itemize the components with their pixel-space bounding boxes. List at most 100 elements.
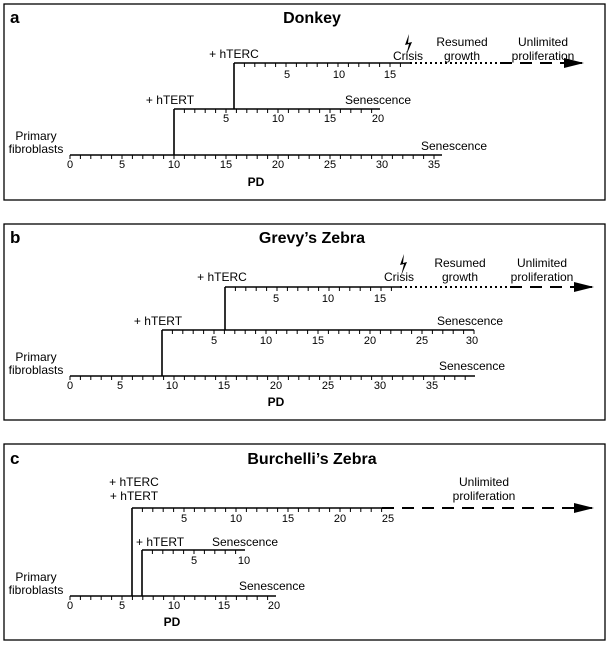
tick-label: 5 bbox=[211, 335, 217, 347]
panel-b: b Grevy’s Zebra Primary fibroblasts 0 5 … bbox=[3, 223, 606, 421]
unlimited-label-line2: proliferation bbox=[511, 270, 574, 284]
hterc-tick-labels: 5 10 15 bbox=[273, 293, 386, 305]
panel-a-letter: a bbox=[10, 8, 20, 27]
pd-axis-label: PD bbox=[248, 175, 265, 189]
primary-tick-labels: 0 5 10 15 20 bbox=[67, 600, 280, 612]
htert-ticks bbox=[141, 550, 237, 554]
tick-label: 5 bbox=[191, 555, 197, 567]
tick-label: 30 bbox=[376, 159, 388, 171]
add-htert-label: + hTERT bbox=[110, 489, 159, 503]
tick-label: 5 bbox=[181, 513, 187, 525]
primary-label-line2: fibroblasts bbox=[9, 142, 64, 156]
tick-label: 0 bbox=[67, 159, 73, 171]
panel-b-frame bbox=[3, 223, 606, 421]
senescence-label: Senescence bbox=[437, 314, 503, 328]
tick-label: 10 bbox=[230, 513, 242, 525]
tick-label: 30 bbox=[466, 335, 478, 347]
primary-label-line1: Primary bbox=[15, 570, 56, 584]
panel-b-title: Grevy’s Zebra bbox=[259, 230, 365, 247]
unlimited-label-line1: Unlimited bbox=[459, 475, 509, 489]
resumed-label-line2: growth bbox=[444, 49, 480, 63]
add-hterc-label: + hTERC bbox=[209, 47, 259, 61]
tick-label: 10 bbox=[272, 113, 284, 125]
resumed-label-line2: growth bbox=[442, 270, 478, 284]
primary-ticks bbox=[69, 376, 466, 380]
pd-axis-label: PD bbox=[268, 395, 285, 409]
panel-a-frame bbox=[3, 3, 606, 201]
pd-axis-label: PD bbox=[164, 615, 181, 629]
tick-label: 35 bbox=[426, 380, 438, 392]
tick-label: 20 bbox=[272, 159, 284, 171]
tick-label: 10 bbox=[322, 293, 334, 305]
tick-label: 10 bbox=[238, 555, 250, 567]
unlimited-label-line2: proliferation bbox=[453, 489, 516, 503]
senescence-label: Senescence bbox=[239, 579, 305, 593]
panel-c-letter: c bbox=[10, 449, 19, 468]
tick-label: 5 bbox=[223, 113, 229, 125]
tick-label: 15 bbox=[218, 380, 230, 392]
tick-label: 25 bbox=[382, 513, 394, 525]
primary-label-line2: fibroblasts bbox=[9, 363, 64, 377]
tick-label: 5 bbox=[117, 380, 123, 392]
add-hterc-label: + hTERC bbox=[109, 475, 159, 489]
tick-label: 30 bbox=[374, 380, 386, 392]
tick-label: 5 bbox=[119, 600, 125, 612]
tick-label: 20 bbox=[334, 513, 346, 525]
senescence-label: Senescence bbox=[345, 93, 411, 107]
unlimited-label-line1: Unlimited bbox=[518, 35, 568, 49]
panel-a: a Donkey Primary fibroblasts 0 5 10 15 2… bbox=[3, 3, 606, 201]
tick-label: 20 bbox=[364, 335, 376, 347]
tick-label: 15 bbox=[282, 513, 294, 525]
add-htert-label: + hTERT bbox=[136, 535, 185, 549]
panel-b-letter: b bbox=[10, 228, 20, 247]
crisis-lightning-icon bbox=[400, 254, 407, 276]
senescence-label: Senescence bbox=[439, 359, 505, 373]
senescence-label: Senescence bbox=[421, 139, 487, 153]
primary-label-line2: fibroblasts bbox=[9, 583, 64, 597]
hterc-htert-ticks bbox=[131, 508, 383, 512]
htert-tick-labels: 5 10 15 20 25 30 bbox=[211, 335, 478, 347]
tick-label: 15 bbox=[220, 159, 232, 171]
add-htert-label: + hTERT bbox=[146, 93, 195, 107]
primary-label-line1: Primary bbox=[15, 350, 56, 364]
tick-label: 0 bbox=[67, 380, 73, 392]
tick-label: 10 bbox=[168, 159, 180, 171]
tick-label: 35 bbox=[428, 159, 440, 171]
panel-c-title: Burchelli’s Zebra bbox=[247, 451, 376, 468]
primary-tick-labels: 0 5 10 15 20 25 30 35 bbox=[67, 380, 438, 392]
crisis-label: Crisis bbox=[384, 270, 414, 284]
tick-label: 5 bbox=[119, 159, 125, 171]
tick-label: 0 bbox=[67, 600, 73, 612]
htert-ticks bbox=[161, 330, 475, 334]
tick-label: 10 bbox=[260, 335, 272, 347]
tick-label: 15 bbox=[312, 335, 324, 347]
hterc-htert-tick-labels: 5 10 15 20 25 bbox=[181, 513, 394, 525]
panel-c: c Burchelli’s Zebra Primary fibroblasts … bbox=[3, 443, 606, 641]
unlimited-label-line2: proliferation bbox=[512, 49, 575, 63]
primary-ticks bbox=[69, 596, 269, 600]
tick-label: 25 bbox=[416, 335, 428, 347]
panel-c-frame bbox=[3, 443, 606, 641]
htert-tick-labels: 5 10 bbox=[191, 555, 250, 567]
tick-label: 15 bbox=[374, 293, 386, 305]
hterc-ticks bbox=[224, 287, 392, 291]
tick-label: 10 bbox=[168, 600, 180, 612]
senescence-label: Senescence bbox=[212, 535, 278, 549]
tick-label: 10 bbox=[333, 69, 345, 81]
primary-ticks bbox=[69, 155, 435, 159]
resumed-label-line1: Resumed bbox=[434, 256, 485, 270]
tick-label: 25 bbox=[322, 380, 334, 392]
hterc-ticks bbox=[233, 63, 401, 67]
htert-ticks bbox=[173, 109, 373, 113]
crisis-lightning-icon bbox=[405, 34, 412, 56]
tick-label: 15 bbox=[384, 69, 396, 81]
hterc-tick-labels: 5 10 15 bbox=[284, 69, 396, 81]
add-htert-label: + hTERT bbox=[134, 314, 183, 328]
tick-label: 15 bbox=[324, 113, 336, 125]
tick-label: 20 bbox=[270, 380, 282, 392]
primary-label-line1: Primary bbox=[15, 129, 56, 143]
tick-label: 20 bbox=[268, 600, 280, 612]
htert-tick-labels: 5 10 15 20 bbox=[223, 113, 384, 125]
tick-label: 25 bbox=[324, 159, 336, 171]
